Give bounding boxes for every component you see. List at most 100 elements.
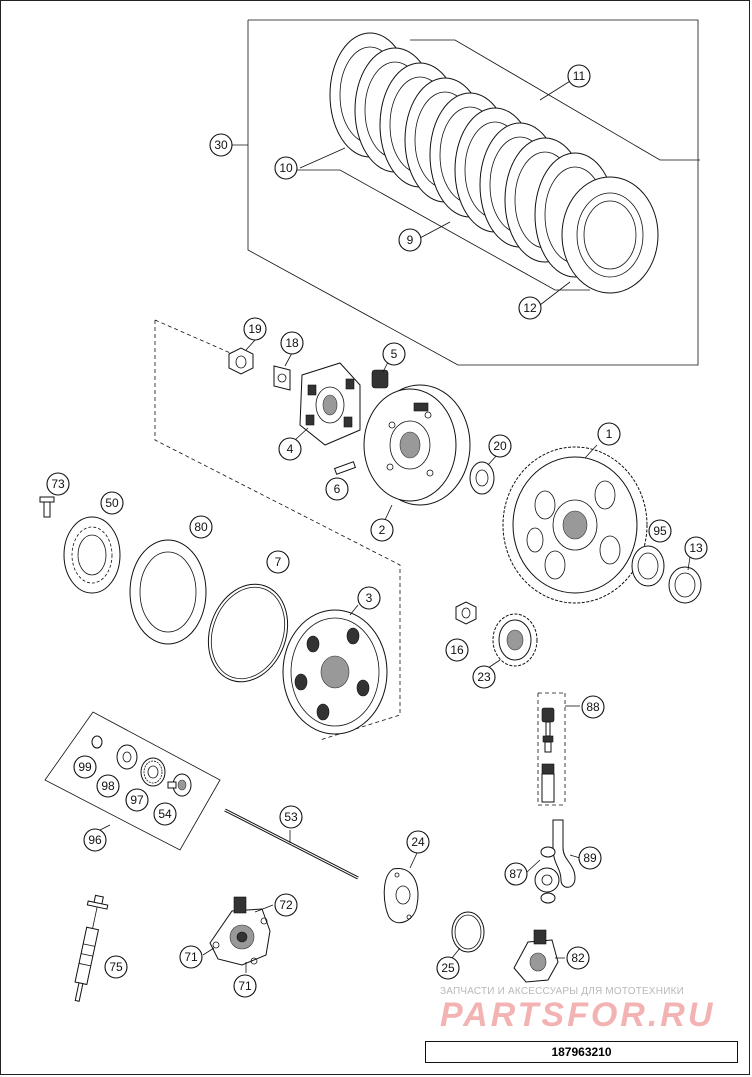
outer-clutch-basket [363, 384, 471, 506]
release-bearing-group-outline [44, 711, 221, 851]
clutch-slave-cylinder [209, 896, 271, 966]
thrust-washer [469, 461, 495, 495]
callout-82: 82 [566, 946, 590, 970]
callout-5: 5 [382, 342, 406, 366]
callout-18: 18 [280, 331, 304, 355]
friction-disc [129, 539, 207, 645]
plates-group-outline [247, 19, 699, 366]
callout-7: 7 [266, 550, 290, 574]
svg-text:24: 24 [411, 835, 425, 849]
svg-text:23: 23 [477, 670, 491, 684]
pressure-plate-group-outline [154, 320, 401, 741]
callout-75: 75 [104, 955, 128, 979]
svg-text:73: 73 [51, 477, 65, 491]
pressure-plate [282, 609, 388, 735]
nut [228, 347, 254, 375]
callout-9: 9 [398, 228, 422, 252]
callout-23: 23 [472, 665, 496, 689]
inner-clutch-hub [299, 362, 361, 446]
svg-text:16: 16 [450, 643, 464, 657]
svg-text:50: 50 [105, 496, 119, 510]
svg-text:12: 12 [523, 301, 537, 315]
svg-text:13: 13 [689, 541, 703, 555]
sealing-ring [540, 892, 556, 904]
svg-text:82: 82 [571, 951, 585, 965]
callout-71-left: 71 [179, 945, 203, 969]
bleeding-syringe [74, 894, 109, 1002]
svg-text:53: 53 [284, 810, 298, 824]
callout-12: 12 [518, 296, 542, 320]
svg-text:2: 2 [379, 523, 386, 537]
svg-text:30: 30 [214, 138, 228, 152]
callout-73: 73 [46, 472, 70, 496]
callout-11: 11 [567, 64, 591, 88]
screw [39, 496, 55, 518]
callout-98: 98 [96, 774, 120, 798]
svg-text:25: 25 [441, 961, 455, 975]
bleed-valve-assembly [541, 707, 555, 803]
svg-text:7: 7 [275, 555, 282, 569]
callout-25: 25 [436, 956, 460, 980]
callout-16: 16 [445, 638, 469, 662]
callout-3: 3 [357, 586, 381, 610]
callout-24: 24 [406, 830, 430, 854]
spacer-sleeve [668, 566, 702, 604]
callout-80: 80 [189, 515, 213, 539]
pressure-piece [167, 773, 192, 797]
callout-20: 20 [488, 434, 512, 458]
callout-54: 54 [153, 802, 177, 826]
primary-gear [502, 446, 648, 604]
needle-bearing [140, 757, 166, 787]
callout-97: 97 [125, 788, 149, 812]
needle-bushing [631, 545, 665, 587]
svg-text:98: 98 [101, 779, 115, 793]
wire-ring [207, 583, 289, 683]
svg-text:1: 1 [606, 427, 613, 441]
svg-text:95: 95 [653, 524, 667, 538]
callout-50: 50 [100, 491, 124, 515]
plate [561, 176, 659, 294]
sealing-ring [540, 846, 556, 858]
callout-72: 72 [274, 893, 298, 917]
svg-text:5: 5 [391, 347, 398, 361]
o-ring [451, 911, 485, 953]
svg-text:97: 97 [130, 793, 144, 807]
svg-text:4: 4 [287, 442, 294, 456]
callout-87: 87 [504, 862, 528, 886]
watermark-logo: PARTSFOR.RU [440, 996, 716, 1034]
callout-2: 2 [370, 518, 394, 542]
svg-text:88: 88 [586, 700, 600, 714]
callout-89: 89 [578, 846, 602, 870]
svg-text:11: 11 [573, 69, 586, 83]
callout-30: 30 [209, 133, 233, 157]
svg-text:99: 99 [78, 760, 92, 774]
callout-96: 96 [83, 828, 107, 852]
callout-19: 19 [243, 317, 267, 341]
slave-cylinder-gasket [383, 868, 419, 924]
svg-text:87: 87 [509, 867, 523, 881]
gear-nut [455, 601, 477, 625]
damper-rubber [371, 369, 389, 389]
svg-text:96: 96 [88, 833, 102, 847]
svg-text:9: 9 [407, 233, 414, 247]
callout-71-bottom: 71 [233, 974, 257, 998]
callout-88: 88 [581, 695, 605, 719]
svg-text:75: 75 [109, 960, 123, 974]
pin [333, 461, 357, 475]
svg-text:72: 72 [279, 898, 293, 912]
svg-text:6: 6 [334, 482, 341, 496]
svg-text:10: 10 [279, 161, 293, 175]
bleeder-housing [513, 929, 559, 983]
drawing-code: 187963210 [551, 1045, 612, 1059]
svg-text:18: 18 [285, 336, 299, 350]
svg-text:71: 71 [238, 979, 252, 993]
svg-text:19: 19 [248, 322, 262, 336]
drawing-code-box: 187963210 [425, 1041, 738, 1063]
svg-text:89: 89 [583, 851, 597, 865]
svg-text:3: 3 [366, 591, 373, 605]
callout-13: 13 [684, 536, 708, 560]
callout-6: 6 [325, 477, 349, 501]
callout-10: 10 [274, 156, 298, 180]
drive-gear [492, 613, 538, 667]
